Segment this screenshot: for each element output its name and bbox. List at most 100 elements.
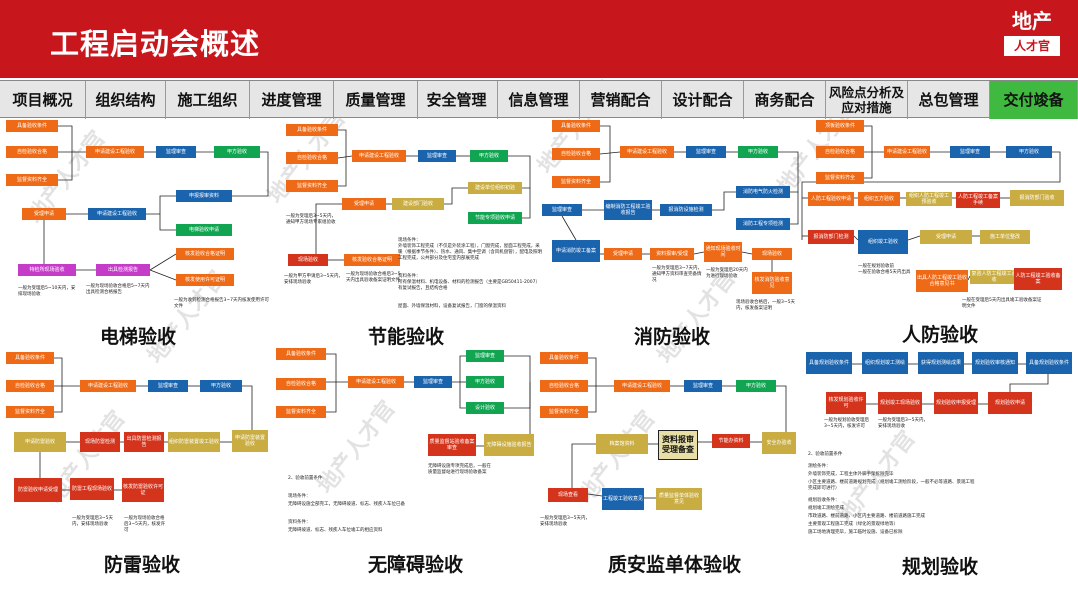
planning-conditions-text: 主要景观工程施工完成（绿化的景观绿地等）: [808, 522, 898, 527]
connector-line: [907, 235, 921, 241]
logo-bottom-text: 人才官: [1004, 36, 1060, 56]
barrier-conditions-text: 资料条件：: [288, 520, 311, 525]
planning-step-box: 规划验收申请: [988, 392, 1032, 414]
connector-line: [149, 269, 177, 281]
civil-step-box: 出具人防工程竣工验收合格意见书: [916, 270, 968, 292]
elevator-step-box: 受理申请: [22, 208, 66, 220]
tab-2[interactable]: 组织结构: [86, 81, 166, 119]
elevator-step-box: 申请建设工程验收: [88, 208, 146, 220]
quality-step-box: 安全办验收: [762, 432, 796, 454]
barrier-conditions-text: 现场条件：: [288, 494, 311, 499]
section-tab-bar: 项目概况组织结构施工组织进度管理质量管理安全管理信息管理营销配合设计配合商务配合…: [0, 80, 1078, 119]
energy-conditions-text: 外墙装饰工程完成（不仅是外装涂工程），门窗完成，屋面工程完成，采暖（根据季节条件…: [398, 244, 542, 261]
fire-step-box: 编制消防工程竣工验收报告: [604, 200, 652, 220]
tab-9[interactable]: 设计配合: [662, 81, 744, 119]
connector-line: [599, 151, 621, 155]
elevator-step-box: 监理审查: [156, 146, 196, 158]
tab-8[interactable]: 营销配合: [580, 81, 662, 119]
civil-step-box: 顶板验收条件: [816, 120, 864, 132]
tab-12[interactable]: 总包管理: [908, 81, 990, 119]
lightning-step-box: 申请防雷验收: [14, 432, 66, 452]
civil-step-box: 报消防部门检测: [808, 230, 854, 244]
planning-step-box: 核发规划验收许可: [826, 392, 866, 414]
fire-step-box: 甲方验收: [738, 146, 778, 158]
energy-step-box: 建设部门验收: [392, 198, 444, 210]
section-title: 规划验收: [902, 556, 979, 578]
energy-step-box: 监理审查: [418, 150, 456, 162]
connector-line: [588, 357, 597, 413]
tab-4[interactable]: 进度管理: [250, 81, 334, 119]
fire-step-box: 申请建设工程验收: [620, 146, 674, 158]
lightning-step-box: 申请建设工程验收: [80, 380, 136, 392]
planning-step-box: 获得规划测绘成果: [918, 352, 964, 374]
civil-step-box: 人防工程竣工验收备案: [1014, 268, 1062, 290]
page-title: 工程启动会概述: [50, 27, 261, 61]
tab-7[interactable]: 信息管理: [498, 81, 580, 119]
fire-step-box: 消防电气防火检测: [736, 186, 790, 198]
connector-line: [693, 251, 705, 255]
energy-conditions-text: 资料条件：: [398, 274, 421, 279]
fire-step-box: 报消防设施检测: [660, 204, 712, 216]
barrier-step-box: 监督资料齐全: [276, 406, 326, 418]
section-title: 防雷验收: [104, 554, 181, 576]
energy-step-box: 监督资料齐全: [286, 180, 338, 192]
lightning-step-box: 监督资料齐全: [6, 406, 54, 418]
barrier-step-box: 设计验收: [466, 402, 504, 414]
barrier-step-box: 申请建设工程验收: [348, 376, 404, 388]
tab-6[interactable]: 安全管理: [416, 81, 498, 119]
tab-13[interactable]: 交付竣备: [990, 81, 1078, 119]
section-title: 质安监单体验收: [608, 554, 742, 576]
planning-step-box: 规划竣工现场验收: [878, 392, 922, 414]
energy-step-box: 节能专项验收申请: [468, 212, 522, 224]
barrier-step-box: 质量监督站验收备案审查: [428, 434, 476, 456]
quality-step-box: 质量监督单体验收意见: [656, 488, 702, 510]
tab-5[interactable]: 质量管理: [334, 81, 418, 119]
barrier-step-box: 具备验收条件: [276, 348, 326, 360]
tab-11[interactable]: 风险点分析及应对措施: [826, 81, 908, 119]
lightning-step-box: 监理审查: [148, 380, 188, 392]
energy-step-box: 甲方验收: [470, 150, 508, 162]
fire-step-box: 自检验收合格: [552, 148, 600, 160]
connector-line: [146, 195, 176, 215]
quality-step-box: 申请建设工程验收: [614, 380, 670, 392]
fire-step-box: 具备验收条件: [552, 120, 600, 132]
civil-notes-text: 一般在验收合格5天内出具: [858, 270, 911, 275]
planning-conditions-text: 测绘条件：: [808, 464, 831, 469]
connector-line: [561, 215, 577, 241]
fire-step-box: 受理申请: [604, 248, 642, 260]
planning-conditions-text: 施工场地清理完毕，施工临时设施、设备已拆除: [808, 530, 903, 535]
quality-step-box: 工程竣工验收意见: [602, 488, 644, 510]
fire-step-box: 核发消防验收意见: [752, 272, 792, 294]
elevator-notes-text: 一般为收到检测合格报告3~7天内核发使用许可文件: [174, 298, 269, 309]
elevator-notes-text: 一般为受理后5~10天内，安排现场验收: [18, 286, 76, 297]
connector-line: [149, 253, 177, 271]
civil-step-box: 人防工程竣工备案手续: [956, 192, 1000, 208]
barrier-notes-text: 无障碍设施专项完成后，一般在质量监督站进行现场验收备案: [428, 464, 491, 475]
tab-10[interactable]: 商务配合: [744, 81, 826, 119]
energy-notes-text: 一般为现场验收合格后3~5天内出具验收备案证明文件: [346, 272, 401, 283]
civil-step-box: 监理审查: [950, 146, 990, 158]
barrier-conditions-text: 无障碍坡道、标志、残疾人车位竣工的相应资料: [288, 528, 383, 533]
planning-step-box: 规划验收审核通知: [972, 352, 1018, 374]
civil-step-box: 组织五方验收: [858, 192, 900, 206]
planning-step-box: 具备规划验收条件: [806, 352, 852, 374]
connector-line: [159, 214, 176, 231]
elevator-step-box: 甲方验收: [214, 146, 260, 158]
civil-step-box: 报消防部门验收: [1010, 190, 1064, 206]
barrier-step-box: 监理审查: [414, 376, 452, 388]
energy-step-box: 自检验收合格: [286, 152, 338, 164]
header-bar: 工程启动会概述 地产 人才官: [0, 0, 1078, 78]
tab-3[interactable]: 施工组织: [166, 81, 250, 119]
fire-step-box: 资料报审/受理: [650, 248, 694, 260]
civil-step-box: 监督资料齐全: [816, 172, 864, 184]
lightning-step-box: 具备验收条件: [6, 352, 54, 364]
tab-1[interactable]: 项目概况: [0, 81, 86, 119]
lightning-step-box: 防雷验收申请受理: [14, 478, 62, 502]
connector-line: [315, 203, 342, 254]
civil-notes-text: 一般在受理后5天内出具竣工验收备案证明文件: [962, 298, 1042, 309]
brand-logo: 地产 人才官: [1000, 8, 1064, 62]
barrier-step-box: 自检验收合格: [276, 378, 326, 390]
barrier-step-box: 监理审查: [466, 350, 504, 362]
connector-line: [600, 125, 611, 183]
connector-line: [1009, 374, 1049, 392]
